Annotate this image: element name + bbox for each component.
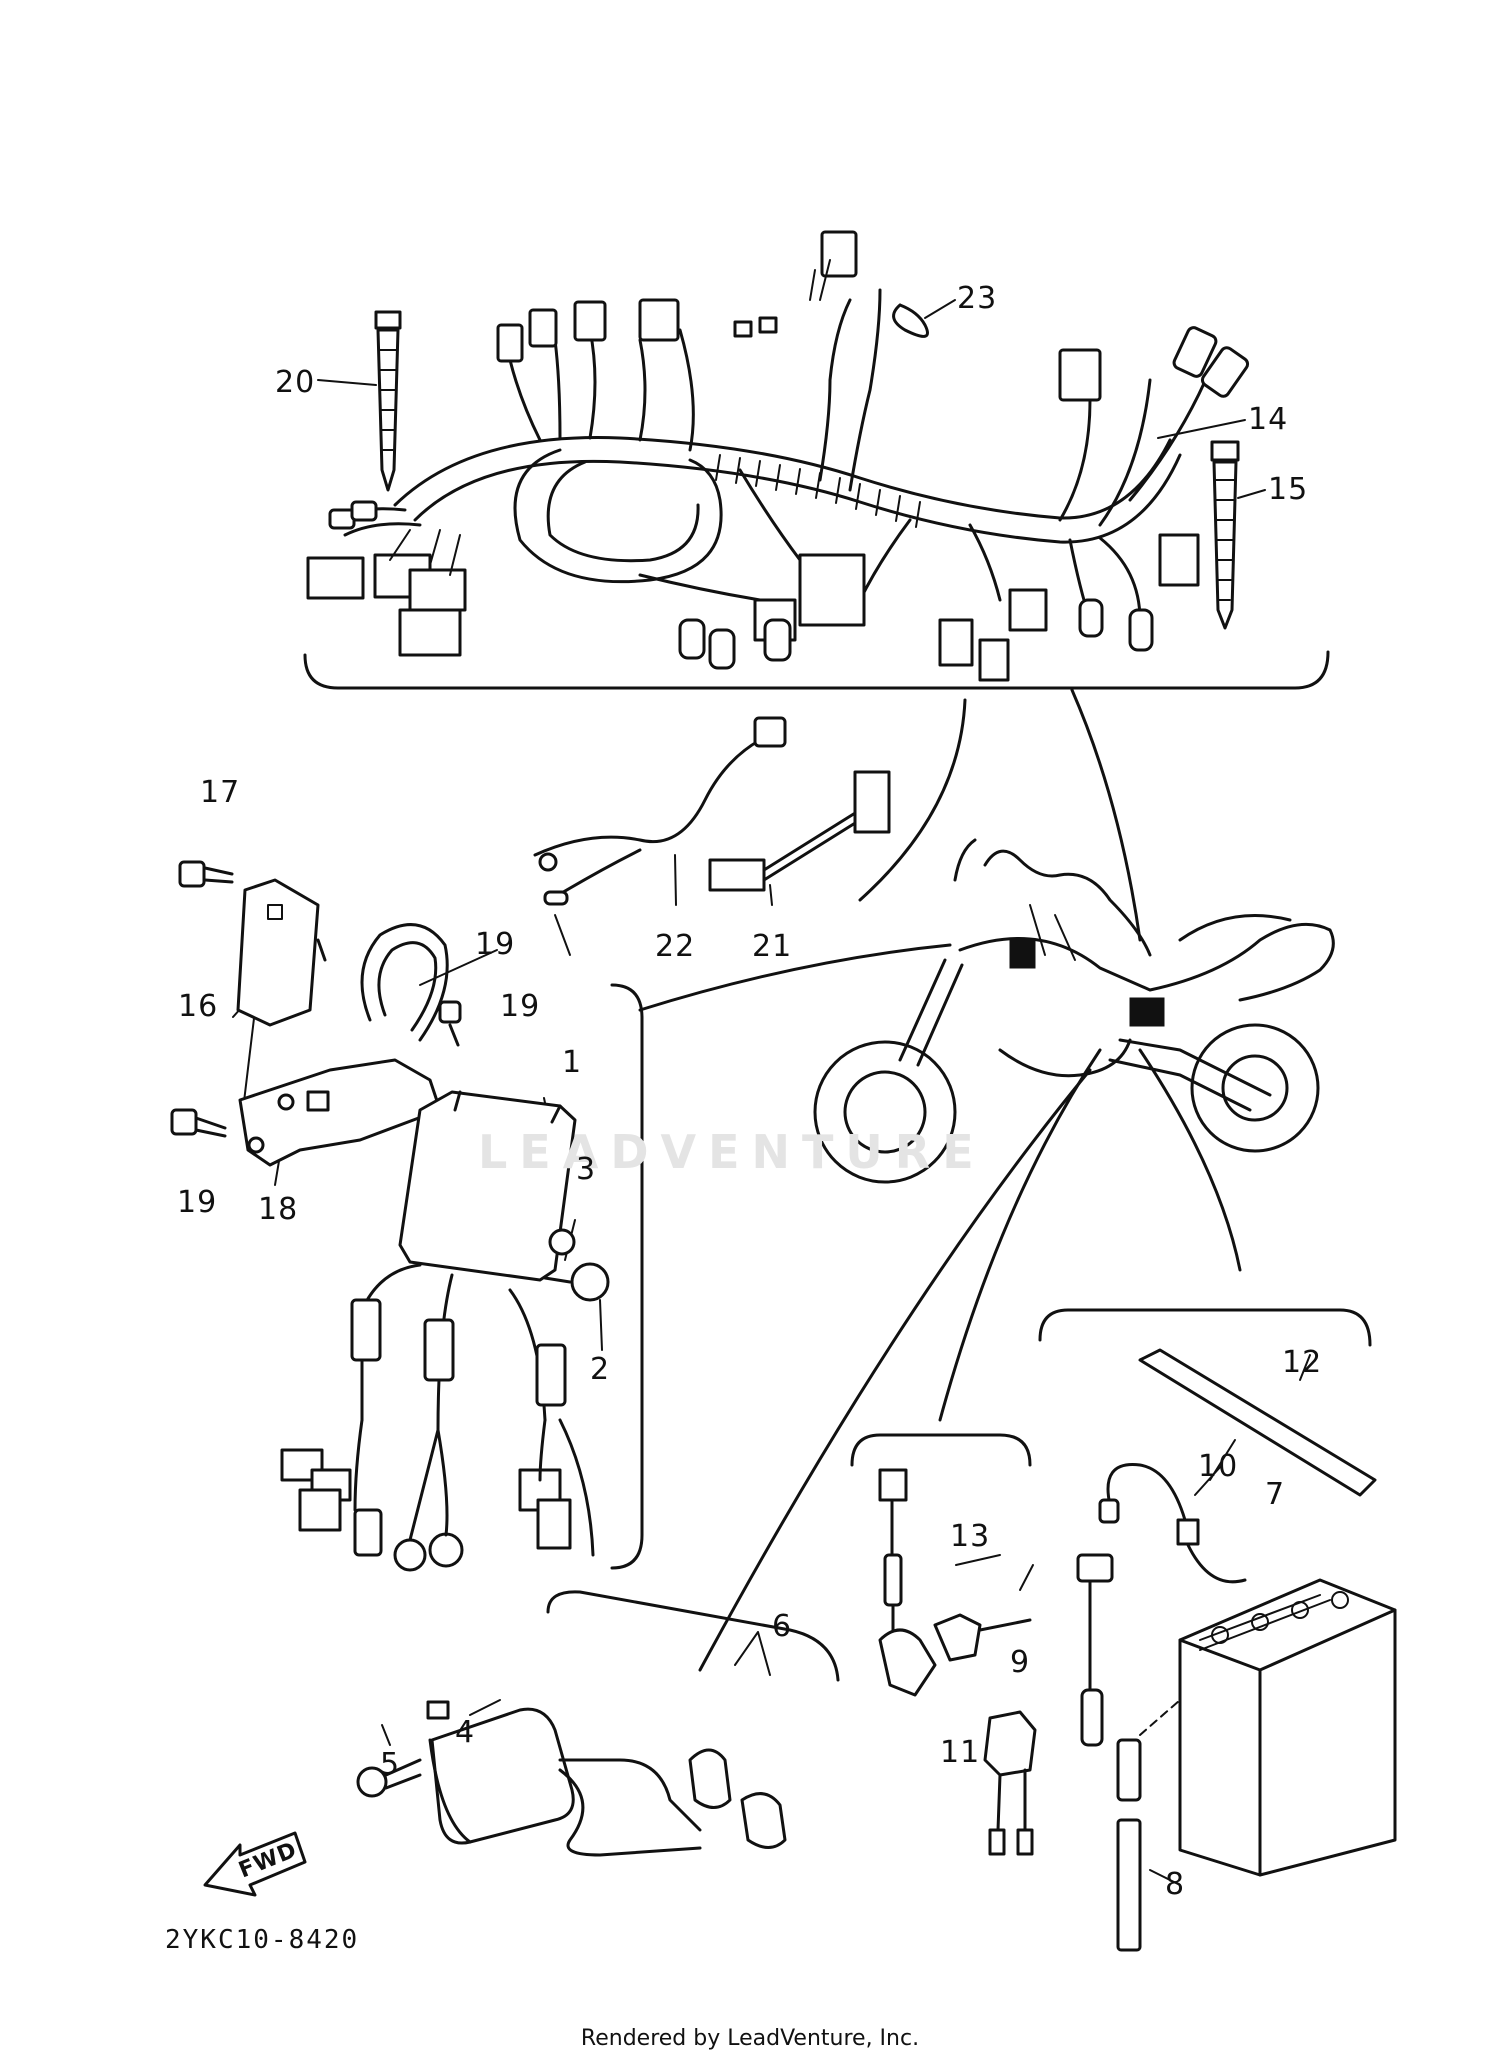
callout-2: 2 [590, 1352, 611, 1387]
callout-16: 16 [178, 989, 219, 1024]
callout-24: 23 [957, 281, 998, 316]
diagram-code: 2YKC10-8420 [165, 1925, 360, 1955]
callout-4: 4 [455, 1715, 476, 1750]
callout-12: 12 [1282, 1345, 1323, 1380]
fwd-arrow [203, 1831, 307, 1897]
wire-harness [303, 230, 1330, 690]
callout-23: 22 [655, 929, 696, 964]
callout-19-lower: 19 [177, 1185, 218, 1220]
motorcycle-outline [813, 838, 1335, 1184]
callout-15: 15 [1268, 472, 1309, 507]
callout-17: 17 [200, 775, 241, 810]
sub-harness-parts [533, 716, 891, 906]
ignition-coil-group [356, 1590, 840, 1857]
battery-group [983, 1308, 1397, 1952]
callout-14: 14 [1248, 402, 1289, 437]
callout-20: 19 [475, 927, 516, 962]
callout-11: 11 [940, 1735, 981, 1770]
watermark: LEADVENTURE [478, 1125, 986, 1179]
callout-22: 21 [752, 929, 793, 964]
callout-1: 1 [562, 1045, 583, 1080]
callout-10: 10 [1198, 1449, 1239, 1484]
callout-3: 3 [576, 1152, 597, 1187]
callout-18: 18 [258, 1192, 299, 1227]
callout-13: 13 [950, 1519, 991, 1554]
callout-19-upper: 19 [500, 989, 541, 1024]
callout-5: 5 [380, 1747, 401, 1782]
callout-21: 20 [275, 365, 316, 400]
rendered-by-footer: Rendered by LeadVenture, Inc. [580, 2026, 920, 2051]
callout-7: 7 [1265, 1477, 1286, 1512]
cdi-unit-group [170, 860, 644, 1572]
callout-8: 8 [1165, 1867, 1186, 1902]
callout-6: 6 [772, 1609, 793, 1644]
callout-9: 9 [1010, 1645, 1031, 1680]
switch-group [850, 1433, 1032, 1697]
motorcycle-boundaries [638, 688, 1242, 1672]
